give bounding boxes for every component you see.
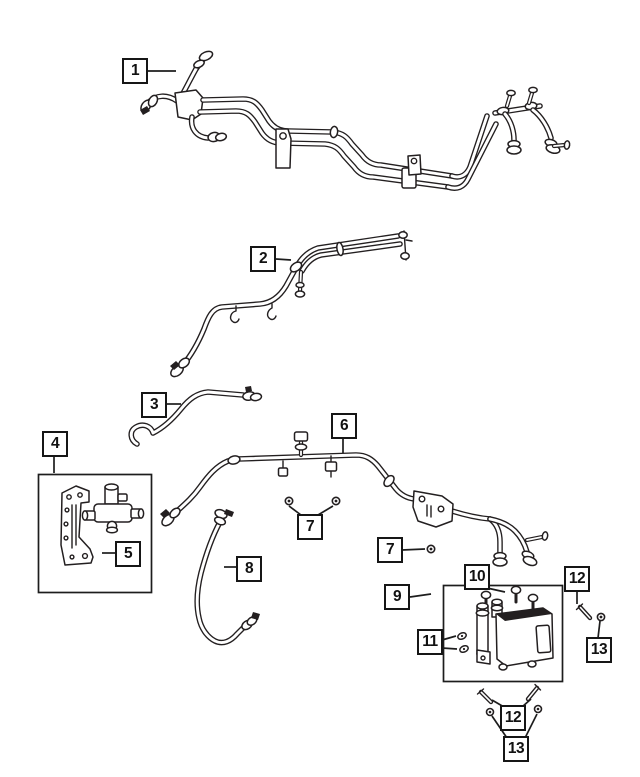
callout-11-label: 11 (422, 633, 438, 651)
leader-11-bottom (441, 647, 458, 650)
callout-11: 11 (417, 629, 443, 655)
leader-lines (53, 70, 601, 739)
callout-13b: 13 (503, 736, 529, 762)
callout-12b: 12 (500, 705, 526, 731)
hose-assembly-1 (140, 50, 571, 191)
callout-13a-label: 13 (590, 641, 608, 659)
heater-unit-group (442, 584, 564, 683)
leader-2 (275, 258, 292, 261)
callout-3-label: 3 (149, 396, 159, 414)
mounting-bracket (60, 485, 94, 566)
hose-assembly-6 (160, 431, 549, 567)
leader-13a (597, 620, 601, 639)
fasteners-7 (284, 496, 436, 554)
callout-9: 9 (384, 584, 410, 610)
callout-1: 1 (122, 58, 148, 84)
bracket-valve-group (37, 473, 153, 594)
hose-assembly-3 (128, 386, 263, 447)
leader-7a-right (317, 505, 334, 516)
callout-6: 6 (331, 413, 357, 439)
callout-7a: 7 (297, 514, 323, 540)
group-box-9 (442, 584, 564, 683)
hose-assembly-8 (194, 508, 260, 646)
fasteners-12-13-bottom (476, 683, 543, 717)
fasteners-12-13-right (575, 603, 606, 622)
leader-7a-left (288, 505, 302, 516)
leader-9 (409, 593, 432, 598)
callout-1-label: 1 (130, 62, 140, 80)
callout-5: 5 (115, 541, 141, 567)
leader-13b-left (491, 715, 508, 739)
callout-10: 10 (464, 564, 490, 590)
callout-2-label: 2 (258, 250, 268, 268)
callout-3: 3 (141, 392, 167, 418)
callout-12a: 12 (564, 566, 590, 592)
callout-5-label: 5 (123, 545, 133, 563)
callout-10-label: 10 (468, 568, 486, 586)
leader-10 (486, 587, 506, 593)
leader-7b (401, 548, 426, 551)
callout-7b-label: 7 (385, 541, 395, 559)
callout-9-label: 9 (392, 588, 402, 606)
callout-13a: 13 (586, 637, 612, 663)
callout-12a-label: 12 (568, 570, 586, 588)
callout-6-label: 6 (339, 417, 349, 435)
callout-13b-label: 13 (507, 740, 525, 758)
callout-12b-label: 12 (504, 709, 522, 727)
callout-8-label: 8 (244, 560, 254, 578)
group-box-4 (37, 473, 153, 594)
callout-7a-label: 7 (305, 518, 315, 536)
callout-4: 4 (42, 431, 68, 457)
callout-2: 2 (250, 246, 276, 272)
callout-8: 8 (236, 556, 262, 582)
callout-7b: 7 (377, 537, 403, 563)
hose-assembly-2 (170, 230, 413, 378)
leader-13b-right (524, 713, 538, 739)
callout-4-label: 4 (50, 435, 60, 453)
hose-mounting-plate (412, 490, 454, 528)
